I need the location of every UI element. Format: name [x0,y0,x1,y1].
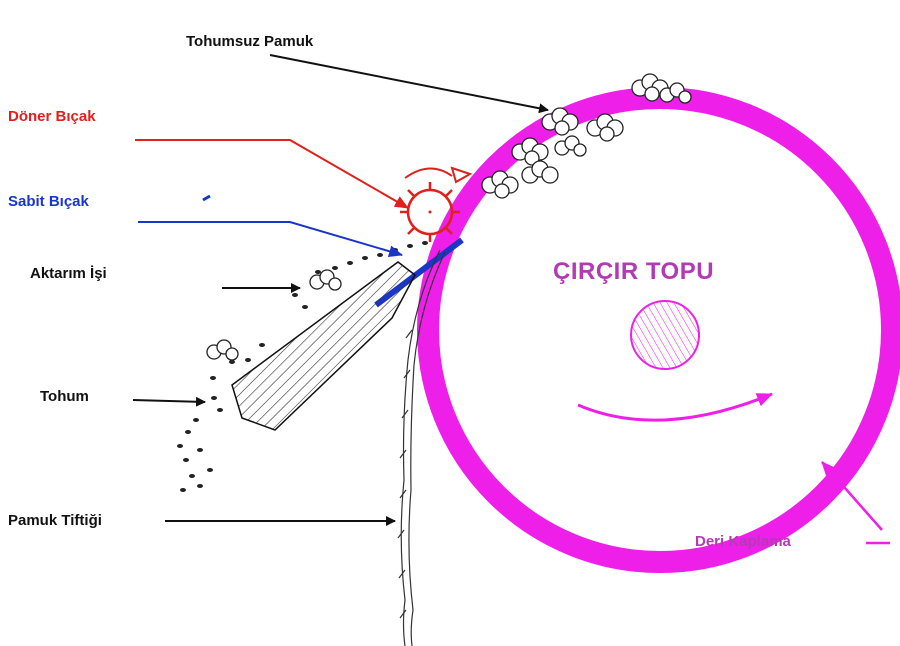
label-tohumsuz-pamuk: Tohumsuz Pamuk [186,33,314,50]
label-circir-topu: ÇIRÇIR TOPU [553,258,715,285]
knife-rotation-arrow [404,167,453,179]
lint-stream [397,249,446,646]
blue-tick [202,194,211,202]
rotating-knife [400,166,473,242]
stationary-knife [231,237,464,431]
label-deri-kaplama: Deri Kaplama [695,533,791,550]
label-doner-bicak: Döner Bıçak [8,108,96,125]
arrow-tohumsuz-pamuk [269,54,549,114]
arrow-sabit-bicak [138,221,403,258]
cotton-tufts [206,73,692,361]
gin-roller [417,87,900,573]
rotation-arrow [577,392,773,422]
feed-plate [231,261,416,431]
arrow-deri-kaplama [821,461,883,531]
label-aktarim-isi: Aktarım İşi [30,265,107,282]
label-tohum: Tohum [40,388,89,405]
arrow-doner-bicak [135,139,409,209]
arrow-tohum [132,396,206,407]
roller-hub [630,300,700,370]
label-sabit-bicak: Sabit Bıçak [8,193,89,210]
label-pamuk-tiftigi: Pamuk Tiftiği [8,512,102,529]
